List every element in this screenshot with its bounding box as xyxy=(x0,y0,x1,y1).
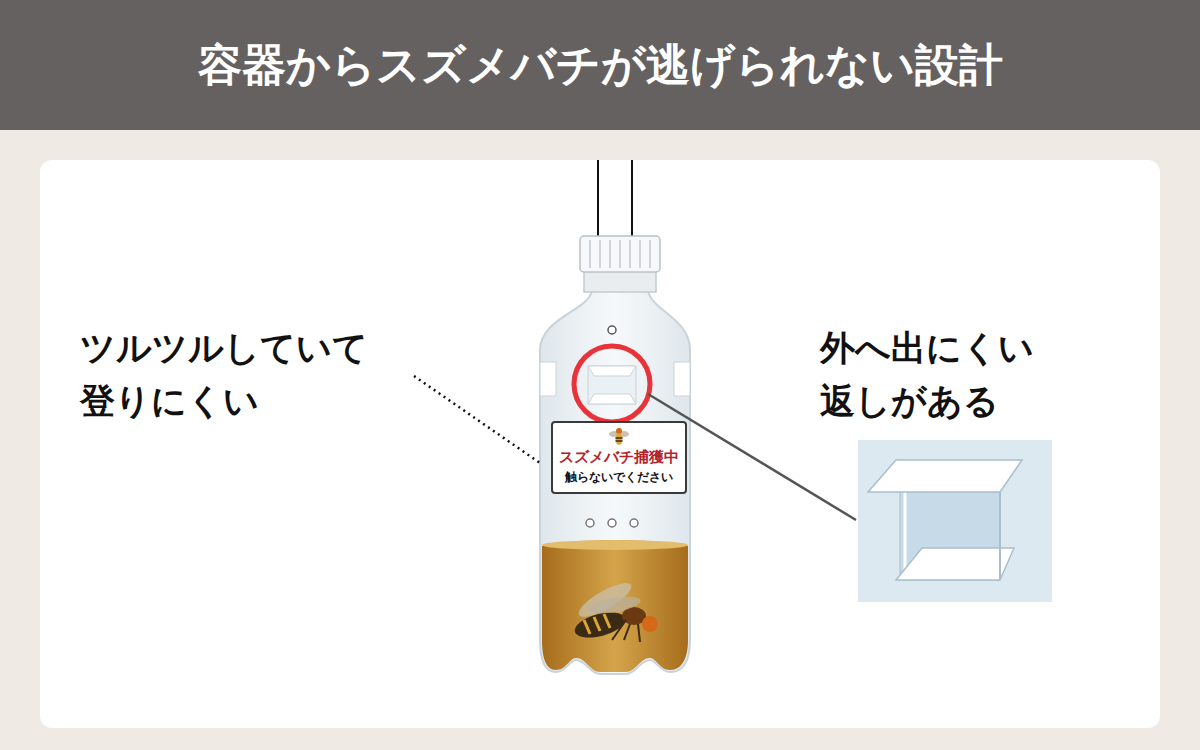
title-text: 容器からスズメバチが逃げられない設計 xyxy=(0,0,1200,130)
warning-label: スズメバチ捕獲中触らないでください xyxy=(551,421,687,494)
hornet-icon xyxy=(607,426,631,446)
warning-heading: スズメバチ捕獲中 xyxy=(557,447,681,469)
callout-label: 外へ出にくい 返しがある xyxy=(820,322,1120,427)
callout-label: ツルツルしていて 登りにくい xyxy=(80,322,420,427)
warning-text: 触らないでください xyxy=(557,469,681,486)
